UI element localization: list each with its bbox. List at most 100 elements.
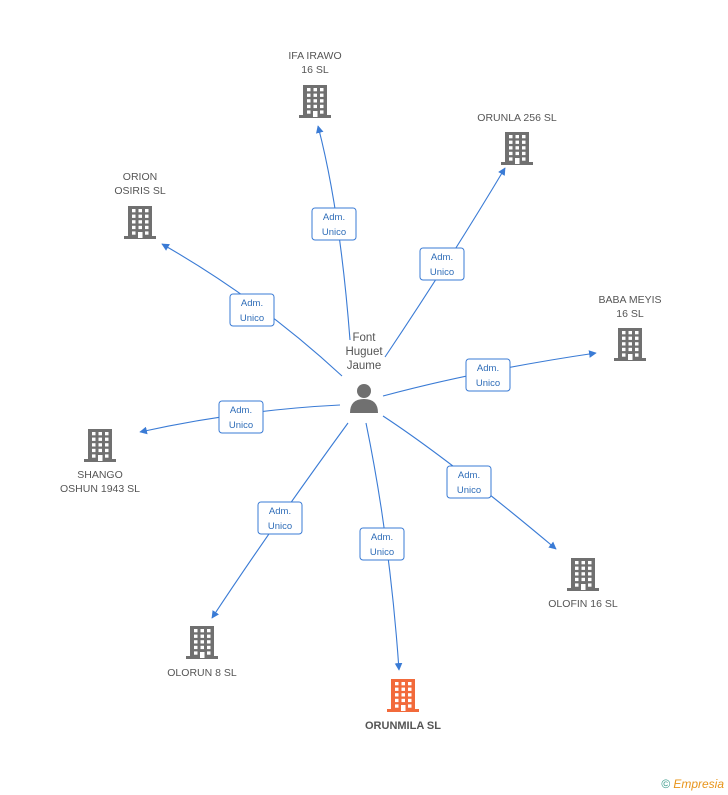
relation-label-orion[interactable]: Adm.Unico — [229, 293, 275, 327]
relation-label-text: Adm. — [323, 212, 345, 223]
building-window — [132, 231, 136, 235]
building-window — [522, 146, 526, 150]
building-icon-ifa[interactable] — [299, 85, 331, 118]
building-window — [200, 629, 204, 633]
building-door — [628, 354, 633, 360]
relation-label-text: Unico — [322, 227, 346, 238]
building-window — [105, 437, 109, 441]
building-window — [509, 157, 513, 161]
building-window — [307, 99, 311, 103]
building-icon-orion[interactable] — [124, 206, 156, 239]
building-window — [515, 146, 519, 150]
person-icon[interactable] — [350, 384, 378, 413]
building-icon-orunla[interactable] — [501, 132, 533, 165]
relation-label-ifa[interactable]: Adm. Unico — [311, 207, 357, 241]
building-window — [515, 135, 519, 139]
building-window — [132, 220, 136, 224]
relation-label-baba[interactable]: Adm. Unico — [465, 358, 511, 392]
building-window — [581, 572, 585, 576]
relation-label-olofin[interactable]: Adm.Unico — [446, 465, 492, 499]
relation-label-text: Unico — [476, 378, 500, 389]
building-window — [194, 640, 198, 644]
relation-label-text: Unico — [430, 267, 454, 278]
building-window — [635, 347, 639, 352]
building-window — [401, 682, 405, 686]
building-window — [92, 448, 96, 453]
building-window — [395, 693, 399, 697]
building-icon-baba[interactable] — [614, 328, 646, 361]
building-window — [98, 437, 102, 441]
building-window — [408, 704, 412, 708]
building-window — [635, 353, 639, 357]
relation-label-shango[interactable]: Adm.Unico — [218, 400, 264, 434]
building-window — [635, 336, 639, 340]
building-window — [588, 577, 592, 582]
building-window — [395, 687, 399, 691]
relation-label-text: Adm. — [230, 405, 252, 416]
company-name-orion[interactable]: ORION — [123, 171, 157, 183]
relation-label-orunmila[interactable]: Adm.Unico — [359, 527, 405, 561]
building-icon-olofin[interactable] — [567, 558, 599, 591]
company-name-orion[interactable]: OSIRIS SL — [114, 185, 166, 197]
building-icon-olorun[interactable] — [186, 626, 218, 659]
building-icon-shango[interactable] — [84, 429, 116, 462]
building-window — [132, 209, 136, 213]
building-window — [575, 572, 579, 576]
building-window — [105, 454, 109, 458]
person-name-line: Jaume — [347, 360, 382, 372]
building-window — [145, 214, 149, 218]
building-window — [628, 342, 632, 346]
building-window — [207, 651, 211, 655]
relation-label-text: Adm. — [241, 298, 263, 309]
building-window — [105, 443, 109, 447]
building-window — [138, 220, 142, 224]
building-window — [313, 88, 317, 92]
company-name-ifa[interactable]: IFA IRAWO — [288, 50, 341, 62]
building-window — [98, 448, 102, 453]
relation-label-text: Adm. — [477, 363, 499, 374]
company-name-baba[interactable]: BABA MEYIS — [598, 294, 661, 306]
building-window — [105, 448, 109, 453]
building-window — [145, 225, 149, 230]
company-name-olofin[interactable]: OLOFIN 16 SL — [548, 598, 618, 610]
building-window — [98, 443, 102, 447]
building-window — [509, 151, 513, 156]
building-window — [207, 629, 211, 633]
company-name-olorun[interactable]: OLORUN 8 SL — [167, 667, 237, 679]
company-name-shango[interactable]: SHANGO — [77, 469, 123, 481]
building-window — [588, 583, 592, 587]
relation-label-box — [257, 501, 303, 535]
building-window — [588, 572, 592, 576]
building-window — [145, 231, 149, 235]
company-name-shango[interactable]: OSHUN 1943 SL — [60, 483, 140, 495]
company-name-orunla[interactable]: ORUNLA 256 SL — [477, 112, 557, 124]
building-window — [92, 443, 96, 447]
company-name-baba[interactable]: 16 SL — [616, 308, 644, 320]
building-window — [401, 693, 405, 697]
company-name-ifa[interactable]: 16 SL — [301, 64, 329, 76]
building-icon-orunmila[interactable] — [387, 679, 419, 712]
building-window — [575, 583, 579, 587]
building-window — [194, 634, 198, 638]
building-window — [622, 336, 626, 340]
building-window — [522, 135, 526, 139]
building-window — [138, 214, 142, 218]
building-window — [575, 566, 579, 570]
company-name-orunmila[interactable]: ORUNMILA SL — [365, 720, 441, 732]
building-window — [320, 93, 324, 97]
building-window — [194, 629, 198, 633]
building-window — [509, 140, 513, 144]
relation-label-text: Adm. — [269, 506, 291, 517]
building-window — [575, 577, 579, 582]
building-window — [200, 634, 204, 638]
relation-label-olorun[interactable]: Adm.Unico — [257, 501, 303, 535]
relation-label-orunla[interactable]: Adm.Unico — [419, 247, 465, 281]
building-window — [401, 698, 405, 703]
building-window — [307, 93, 311, 97]
building-window — [575, 561, 579, 565]
relation-label-box — [311, 207, 357, 241]
building-window — [132, 214, 136, 218]
building-window — [581, 566, 585, 570]
building-window — [200, 645, 204, 650]
building-window — [395, 698, 399, 703]
